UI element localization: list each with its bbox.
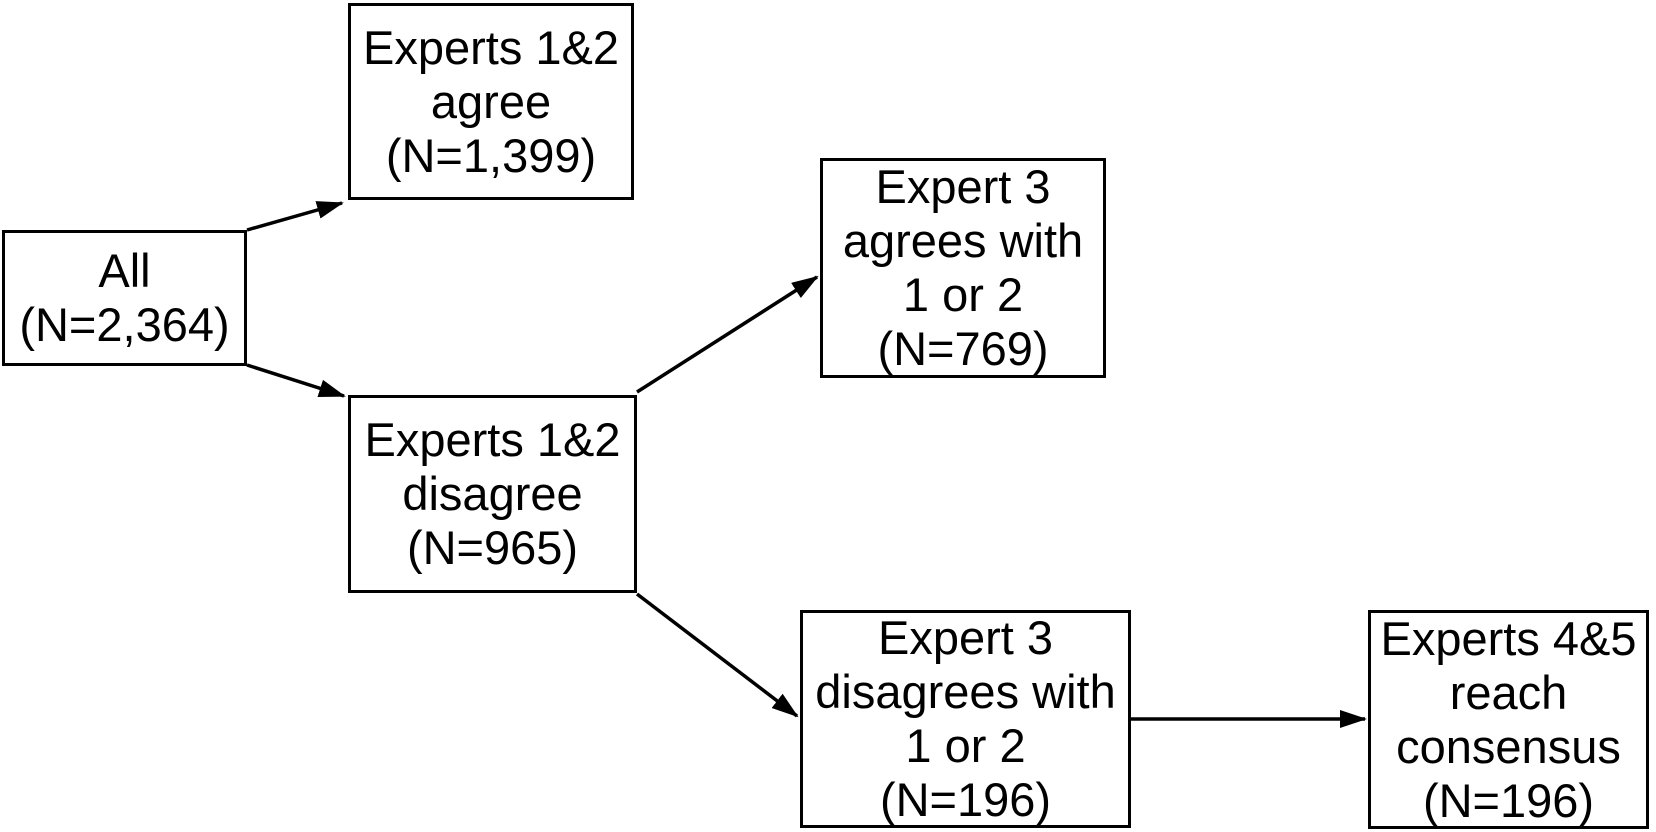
node-text-line: (N=965) bbox=[406, 521, 579, 574]
node-text-line: disagrees with bbox=[815, 665, 1116, 718]
arrow-all-to-agree12 bbox=[246, 201, 344, 232]
node-experts-1-2-disagree: Experts 1&2 disagree (N=965) bbox=[348, 395, 637, 593]
node-experts-4-5-consensus: Experts 4&5 reach consensus (N=196) bbox=[1368, 610, 1649, 829]
node-text-line: All bbox=[98, 244, 151, 297]
arrow-disagree12-to-disagree3 bbox=[635, 592, 799, 718]
node-text-line: 1 or 2 bbox=[902, 268, 1024, 321]
node-text-line: agrees with bbox=[842, 214, 1084, 267]
arrow-disagree12-to-agree3 bbox=[636, 275, 819, 394]
node-text-line: agree bbox=[430, 74, 552, 128]
node-expert-3-agrees: Expert 3 agrees with 1 or 2 (N=769) bbox=[820, 158, 1106, 378]
node-text-line: Experts 4&5 bbox=[1380, 611, 1637, 665]
node-text-line: Experts 1&2 bbox=[364, 413, 621, 466]
node-text-line: 1 or 2 bbox=[905, 719, 1026, 772]
node-text-line: (N=196) bbox=[1422, 773, 1595, 827]
node-all: All (N=2,364) bbox=[2, 230, 247, 366]
node-text-line: (N=196) bbox=[879, 773, 1052, 826]
node-text-line: consensus bbox=[1396, 719, 1621, 773]
node-text-line: Experts 1&2 bbox=[362, 20, 620, 74]
arrow-all-to-disagree12 bbox=[246, 363, 346, 398]
node-text-line: (N=769) bbox=[877, 322, 1049, 375]
node-experts-1-2-agree: Experts 1&2 agree (N=1,399) bbox=[348, 3, 634, 200]
node-text-line: (N=2,364) bbox=[19, 298, 230, 351]
node-text-line: reach bbox=[1449, 665, 1568, 719]
node-text-line: disagree bbox=[402, 467, 583, 520]
node-text-line: Expert 3 bbox=[877, 611, 1054, 664]
node-expert-3-disagrees: Expert 3 disagrees with 1 or 2 (N=196) bbox=[800, 610, 1131, 828]
node-text-line: (N=1,399) bbox=[385, 128, 597, 182]
node-text-line: Expert 3 bbox=[875, 160, 1051, 213]
